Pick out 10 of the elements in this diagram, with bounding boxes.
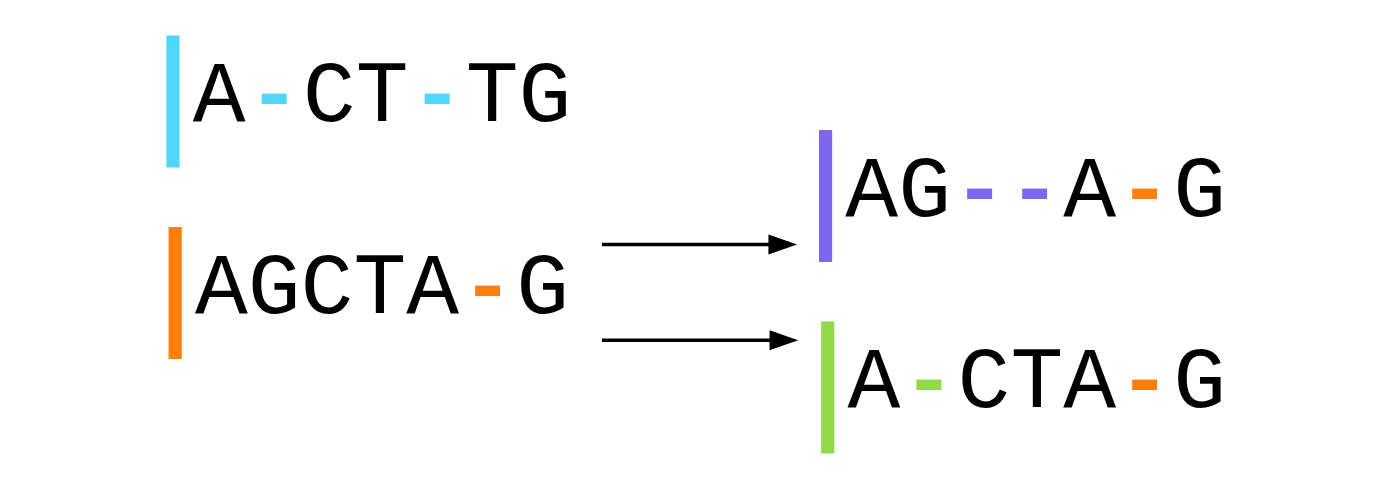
node-label: AGCTA-G (194, 239, 570, 339)
node-box (168, 226, 182, 359)
arrow (601, 329, 799, 350)
node-label: A-CT-TG (192, 47, 572, 147)
arrow (601, 233, 798, 255)
node-box (166, 34, 180, 167)
node-label: AG--A-G (845, 142, 1227, 242)
node-label: A-CTA-G (847, 333, 1227, 433)
node-box (821, 321, 835, 454)
node-box (818, 129, 833, 262)
